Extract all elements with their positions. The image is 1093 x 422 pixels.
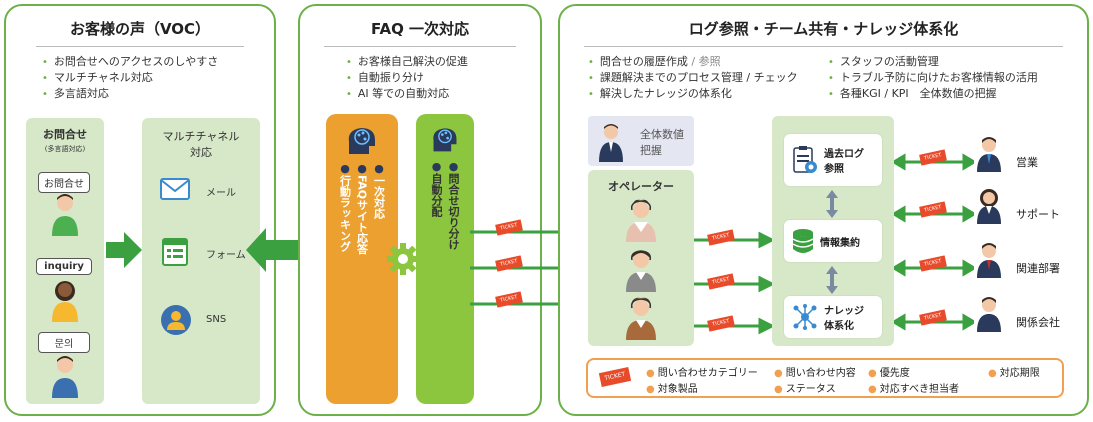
voc-bullet-3: •多言語対応 — [42, 87, 109, 100]
aggregate-card: 情報集約 — [784, 220, 882, 262]
staff-icon — [977, 189, 1001, 224]
log-title-rule — [584, 46, 1063, 47]
department-links — [894, 153, 974, 331]
auto-dispatch-bar: ●問合せ切り分け ●自動分配 — [416, 114, 474, 404]
log-bullet-left-3: •解決したナレッジの体系化 — [588, 87, 732, 100]
log-bullet-left-2: •課題解決までのプロセス管理 / チェック — [588, 71, 798, 84]
channel-sns-label: SNS — [206, 314, 227, 325]
inquiry-box-subtitle: (多言語対応) — [44, 145, 86, 153]
first-response-col3: ●行動ラッキング — [338, 162, 352, 252]
bubble-en: inquiry — [36, 258, 92, 275]
faq-panel: FAQ 一次対応 •お客様自己解決の促進 •自動振り分け •AI 等での自動対応… — [298, 4, 542, 416]
faq-bullet-2: •自動振り分け — [346, 71, 424, 84]
log-panel: ログ参照・チーム共有・ナレッジ体系化 •問合せの履歴作成 / 参照 •課題解決ま… — [558, 4, 1089, 416]
ai-brain-icon — [433, 128, 457, 152]
ticket-icon: TICKET — [598, 367, 632, 387]
legend-status: ●ステータス — [774, 384, 836, 395]
database-icon — [792, 229, 814, 253]
legend-category: ●問い合わせカテゴリー — [646, 368, 758, 379]
knowledge-card: ナレッジ体系化 — [784, 296, 882, 338]
operator-icon — [626, 250, 656, 292]
operator-icon — [626, 297, 656, 340]
operator-icon — [626, 199, 656, 242]
channel-mail-label: メール — [206, 188, 236, 199]
first-response-col1: ●一次対応 — [372, 162, 386, 219]
inquiry-box: お問合せ (多言語対応) お問合せ inquiry 문의 — [26, 118, 104, 404]
first-response-bar: ●一次対応 ●FAQサイト応答 ●行動ラッキング — [326, 114, 398, 404]
faq-bullet-3: •AI 等での自動対応 — [346, 87, 450, 100]
voc-title-rule — [36, 46, 244, 47]
faq-bullet-1: •お客様自己解決の促進 — [346, 55, 468, 68]
log-title: ログ参照・チーム共有・ナレッジ体系化 — [688, 20, 959, 38]
operator-box: オペレーター — [588, 170, 694, 346]
faq-title-rule — [324, 46, 516, 47]
legend-assignee: ●対応すべき担当者 — [868, 384, 960, 395]
overview-label-2: 把握 — [640, 144, 662, 157]
multichannel-box: マルチチャネル 対応 メール フォーム SNS — [142, 118, 260, 404]
gear-icon — [387, 243, 419, 275]
department-sales: 営業 — [1016, 156, 1038, 169]
mail-icon — [160, 178, 190, 200]
legend-product: ●対象製品 — [646, 384, 698, 395]
manager-icon — [599, 124, 623, 162]
arrow-right-icon — [106, 232, 142, 268]
sync-arrow-icon — [826, 190, 838, 218]
legend-content: ●問い合わせ内容 — [774, 368, 856, 379]
log-card: 過去ログ参照 — [784, 134, 882, 186]
bubble-ko: 문의 — [38, 332, 90, 353]
log-bullet-right-1: •スタッフの活動管理 — [828, 55, 939, 68]
legend-priority: ●優先度 — [868, 368, 910, 379]
staff-icon — [977, 297, 1001, 332]
bubble-ja: お問合せ — [38, 172, 90, 193]
system-box: 過去ログ参照 情報集約 ナレッジ体系化 — [772, 116, 894, 346]
voc-bullet-2: •マルチチャネル対応 — [42, 71, 153, 84]
sync-arrow-icon — [826, 266, 838, 294]
ai-brain-icon — [348, 128, 375, 154]
log-bullet-right-2: •トラブル予防に向けたお客様情報の活用 — [828, 71, 1038, 84]
department-related: 関連部署 — [1016, 262, 1060, 275]
department-support: サポート — [1016, 208, 1060, 221]
log-bullet-left-1: •問合せの履歴作成 / 参照 — [588, 55, 721, 68]
channel-form-label: フォーム — [206, 250, 246, 261]
auto-dispatch-col2: ●自動分配 — [430, 160, 443, 217]
log-bullet-right-3: •各種KGI / KPI 全体数値の把握 — [828, 87, 997, 100]
network-icon — [793, 304, 817, 330]
form-icon — [162, 238, 188, 266]
overview-label-1: 全体数値 — [640, 128, 684, 141]
auto-dispatch-col1: ●問合せ切り分け — [447, 160, 460, 250]
multichannel-title-2: 対応 — [190, 146, 212, 159]
voc-panel: お客様の声（VOC） •お問合せへのアクセスのしやすさ •マルチチャネル対応 •… — [4, 4, 276, 416]
voc-title: お客様の声（VOC） — [69, 20, 211, 38]
faq-title: FAQ 一次対応 — [370, 20, 470, 38]
person-icon — [52, 281, 78, 322]
staff-icon — [977, 243, 1001, 278]
department-affiliates: 関係会社 — [1016, 316, 1060, 329]
person-icon — [161, 305, 191, 335]
overview-box: 全体数値 把握 — [588, 116, 694, 166]
person-icon — [52, 356, 78, 398]
staff-icon — [977, 137, 1001, 172]
inquiry-box-title: お問合せ — [43, 128, 87, 141]
log-icon — [793, 146, 817, 173]
ticket-legend: TICKET ●問い合わせカテゴリー ●問い合わせ内容 ●優先度 ●対応期限 ●… — [586, 358, 1064, 398]
multichannel-title-1: マルチチャネル — [162, 130, 240, 143]
person-icon — [52, 194, 78, 236]
legend-deadline: ●対応期限 — [988, 368, 1040, 379]
operator-title: オペレーター — [608, 180, 674, 193]
voc-bullet-1: •お問合せへのアクセスのしやすさ — [42, 55, 219, 68]
first-response-col2: ●FAQサイト応答 — [355, 162, 369, 255]
